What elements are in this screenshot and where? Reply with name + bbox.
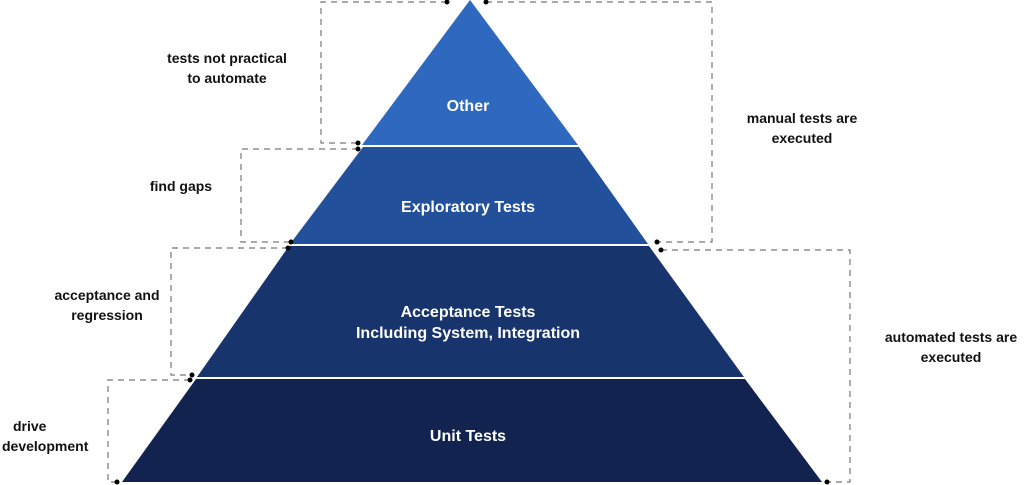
tier-label-acceptance-1: Acceptance Tests	[401, 304, 536, 321]
tier-acceptance	[197, 246, 744, 377]
annotation-other-1: tests not practical	[167, 50, 287, 66]
tier-exploratory	[290, 147, 648, 244]
bracket-dots	[114, 0, 830, 485]
annotation-automated-1: automated tests are	[885, 329, 1017, 345]
bracket-acceptance	[170, 247, 288, 376]
annotation-exploratory: find gaps	[150, 178, 212, 194]
bracket-automated	[661, 249, 851, 483]
tier-label-acceptance-2: Including System, Integration	[356, 325, 580, 342]
annotation-manual-1: manual tests are	[747, 110, 858, 126]
annotation-other-2: to automate	[187, 70, 267, 86]
tier-label-other: Other	[447, 98, 490, 115]
annotation-unit-2: development	[2, 438, 89, 454]
tier-other	[362, 0, 578, 145]
bracket-exploratory	[240, 148, 358, 243]
tier-label-unit: Unit Tests	[430, 428, 506, 445]
annotation-manual-2: executed	[772, 130, 833, 146]
annotation-automated-2: executed	[921, 349, 982, 365]
brackets	[107, 1, 851, 483]
tier-label-exploratory: Exploratory Tests	[401, 199, 535, 216]
annotation-acceptance-2: regression	[71, 307, 143, 323]
annotation-acceptance-1: acceptance and	[54, 287, 159, 303]
bracket-manual	[486, 1, 713, 243]
bracket-unit	[107, 379, 190, 483]
annotation-unit-1: drive	[13, 418, 47, 434]
tier-unit	[122, 379, 822, 482]
